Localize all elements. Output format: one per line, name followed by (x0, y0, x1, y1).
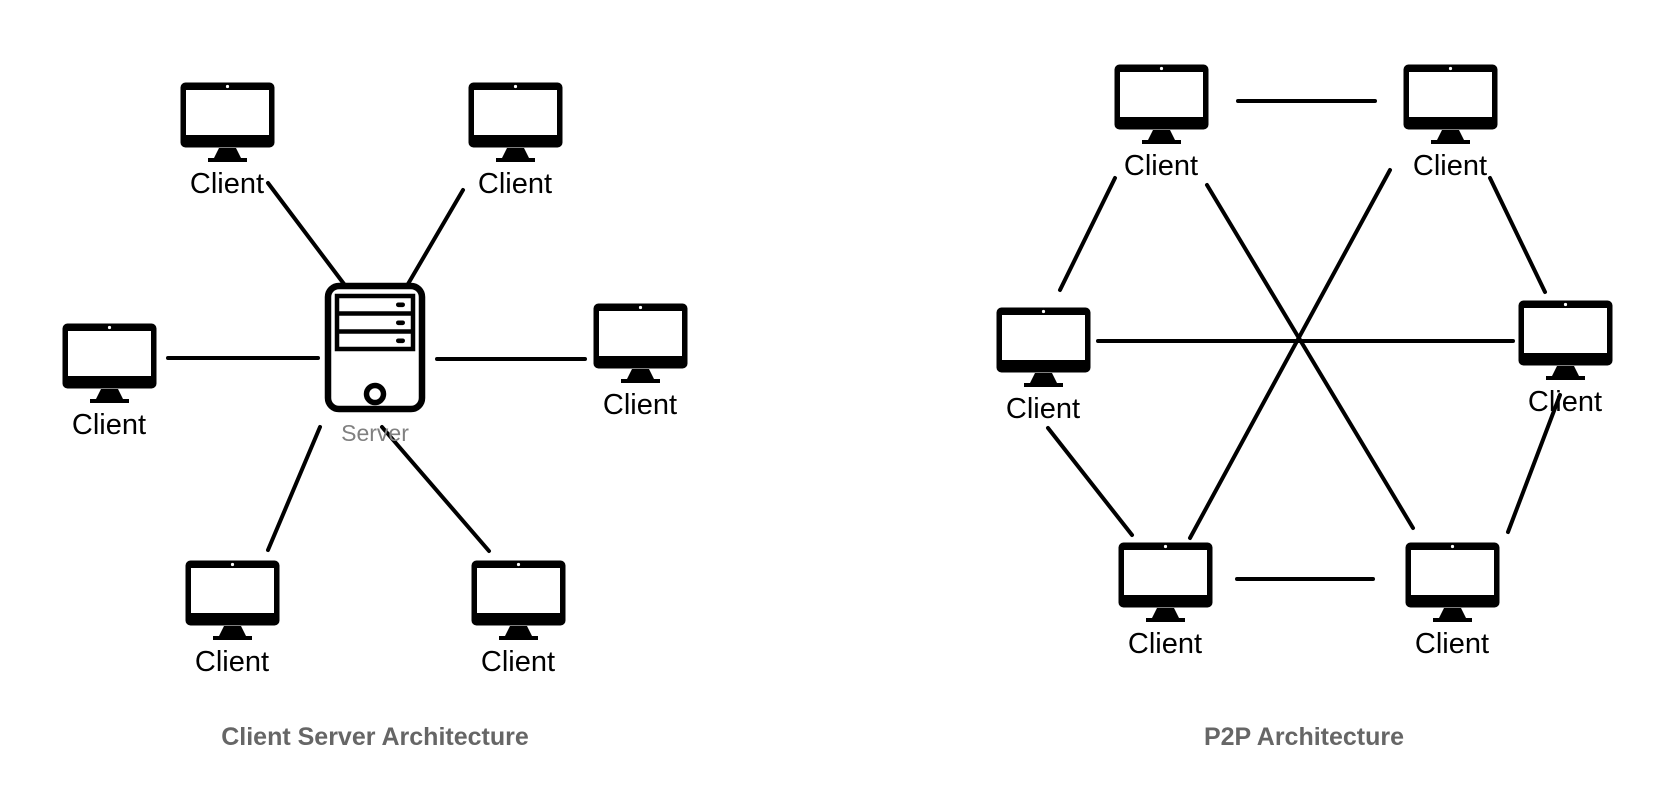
monitor-icon (62, 323, 156, 403)
monitor-icon (1114, 64, 1208, 144)
edge-p2p-topright-bottomleft (1188, 168, 1392, 540)
client-label: Client (1412, 150, 1488, 182)
edge-p2p-midleft-bottomleft (1046, 426, 1134, 537)
client-label: Client (1527, 386, 1603, 418)
node-cs-client-bottom-right: Client (470, 560, 566, 677)
monitor-icon (1403, 64, 1497, 144)
edge-p2p-topleft-bottomright (1205, 183, 1415, 530)
client-label: Client (602, 389, 678, 421)
node-cs-client-mid-left: Client (61, 323, 157, 440)
client-label: Client (477, 168, 553, 200)
p2p-caption: P2P Architecture (1203, 723, 1405, 751)
edge-cs-topleft-server (266, 181, 346, 286)
client-label: Client (1005, 393, 1081, 425)
client-label: Client (194, 646, 270, 678)
monitor-icon (468, 82, 562, 162)
edge-cs-topright-server (406, 188, 465, 286)
node-p2p-client-top-right: Client (1402, 64, 1498, 181)
client-label: Client (71, 409, 147, 441)
monitor-icon (593, 303, 687, 383)
client-label: Client (1414, 628, 1490, 660)
node-p2p-client-top-left: Client (1113, 64, 1209, 181)
node-cs-client-mid-right: Client (592, 303, 688, 420)
node-server: Server (324, 282, 426, 445)
monitor-icon (1405, 542, 1499, 622)
node-cs-client-top-right: Client (467, 82, 563, 199)
monitor-icon (185, 560, 279, 640)
client-label: Client (1123, 150, 1199, 182)
node-cs-client-top-left: Client (179, 82, 275, 199)
client-server-caption: Client Server Architecture (221, 723, 529, 751)
node-p2p-client-mid-left: Client (995, 307, 1091, 424)
edge-p2p-topleft-midleft (1058, 176, 1117, 292)
monitor-icon (180, 82, 274, 162)
edge-cs-bottomleft-server (266, 425, 322, 552)
monitor-icon (471, 560, 565, 640)
edge-cs-bottomright-server (380, 425, 491, 553)
edge-p2p-midright-bottomright (1506, 393, 1562, 534)
monitor-icon (1118, 542, 1212, 622)
client-label: Client (480, 646, 556, 678)
client-label: Client (1127, 628, 1203, 660)
server-label: Server (341, 420, 409, 446)
client-label: Client (189, 168, 265, 200)
node-p2p-client-bottom-right: Client (1404, 542, 1500, 659)
node-cs-client-bottom-left: Client (184, 560, 280, 677)
node-p2p-client-bottom-left: Client (1117, 542, 1213, 659)
node-p2p-client-mid-right: Client (1517, 300, 1613, 417)
edge-p2p-topright-midright (1488, 176, 1547, 294)
monitor-icon (1518, 300, 1612, 380)
monitor-icon (996, 307, 1090, 387)
server-icon (324, 282, 426, 413)
